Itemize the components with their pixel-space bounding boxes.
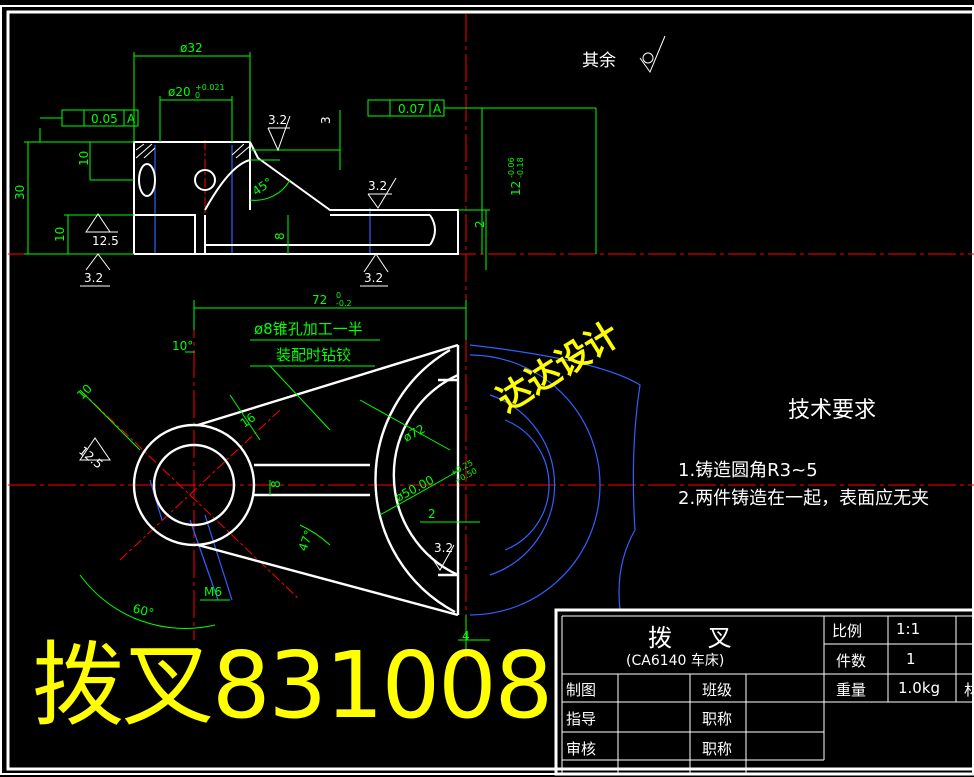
title-block-scale-label: 比例 [832, 622, 863, 640]
rough-12-5: 12.5 [92, 234, 119, 248]
dim-d60: 60° [131, 601, 155, 620]
dim-d50: ø50.00 [393, 473, 436, 505]
dim-tol-perp-2: 0.07 [398, 102, 425, 116]
title-block-title-label-1: 职称 [702, 710, 733, 728]
top-view-outline [133, 141, 459, 255]
title-block-grid [554, 608, 974, 776]
center-lines [8, 14, 974, 660]
tech-requirement-1: 1.铸造圆角R3~5 [678, 460, 818, 481]
dim-d20-tol: +0.021 [195, 83, 225, 92]
title-block-part-name: 拨 叉 [648, 624, 746, 652]
title-block-material-label: 材 [964, 681, 974, 699]
rough-bottom: 3.2 [434, 541, 453, 555]
title-block-qty-label: 件数 [836, 652, 867, 670]
dim-d72-tol2: -0.2 [336, 299, 352, 308]
dim-d32: ø32 [180, 41, 203, 55]
dim-d12-tol: -0.06 [507, 157, 516, 178]
title-block-class-label: 班级 [702, 681, 733, 699]
dim-d10: 10 [77, 151, 91, 166]
dim-d45: 45° [250, 175, 275, 199]
dim-datum-1: A [127, 112, 136, 126]
dim-d20-tol2: 0 [195, 91, 200, 100]
dim-datum-2: A [433, 102, 442, 116]
dim-d3: 3 [319, 116, 333, 124]
rough-3-2d: 3.2 [364, 271, 383, 285]
note-assembly: 装配时钻铰 [276, 346, 351, 364]
watermark-text: 拨叉831008 [32, 632, 553, 739]
title-block-weight-label: 重量 [836, 681, 867, 699]
dim-d30: 30 [13, 185, 27, 200]
dim-d8-bottom: 8 [269, 480, 283, 488]
top-view-hatch [135, 143, 251, 159]
dim-m6: M6 [204, 585, 222, 599]
dim-d16: 16 [238, 410, 259, 430]
dim-d4: 4 [462, 629, 470, 643]
dim-d20: ø20 [168, 85, 191, 99]
note-cone-hole: ø8锥孔加工一半 [254, 320, 363, 338]
dim-d72-tol: 0 [336, 291, 341, 300]
tech-requirements-title: 技术要求 [788, 398, 877, 423]
dimension-lines [24, 52, 597, 650]
bottom-view-outline [132, 343, 460, 617]
title-block-weight-value: 1.0kg [898, 679, 941, 697]
roughness-symbols [79, 35, 666, 571]
tech-requirement-2: 2.两件铸造在一起，表面应无夹 [678, 488, 930, 509]
dim-d10-bottom: 10 [74, 381, 95, 402]
dim-tol-perp-1: 0.05 [91, 112, 118, 126]
dim-d2-bottom: 2 [428, 507, 436, 521]
hidden-lines [149, 145, 641, 616]
dim-d2-top: 2 [473, 220, 487, 228]
title-block-title-label-2: 职称 [702, 740, 733, 758]
dim-d12-tol2: -0.18 [516, 157, 525, 178]
dim-d10b: 10 [53, 227, 67, 242]
surface-finish-note: 其余 [582, 51, 616, 71]
dim-d12: 12 [509, 181, 523, 196]
rough-3-2a: 3.2 [268, 113, 287, 127]
title-block-subtitle: (CA6140 车床) [626, 653, 725, 669]
title-block-guide-label: 指导 [566, 710, 597, 728]
title-block-draw-label: 制图 [566, 681, 597, 699]
dim-d47: 47° [296, 528, 316, 553]
inner-frame [6, 10, 974, 771]
title-block-qty-value: 1 [906, 650, 916, 668]
rough-3-2c: 3.2 [84, 271, 103, 285]
title-block-scale-value: 1:1 [896, 620, 921, 638]
rough-3-2b: 3.2 [368, 179, 387, 193]
title-block-review-label: 审核 [566, 740, 597, 758]
dim-10deg: 10° [172, 339, 193, 353]
dim-d72: 72 [312, 293, 327, 307]
dim-d8-top: 8 [273, 232, 287, 240]
